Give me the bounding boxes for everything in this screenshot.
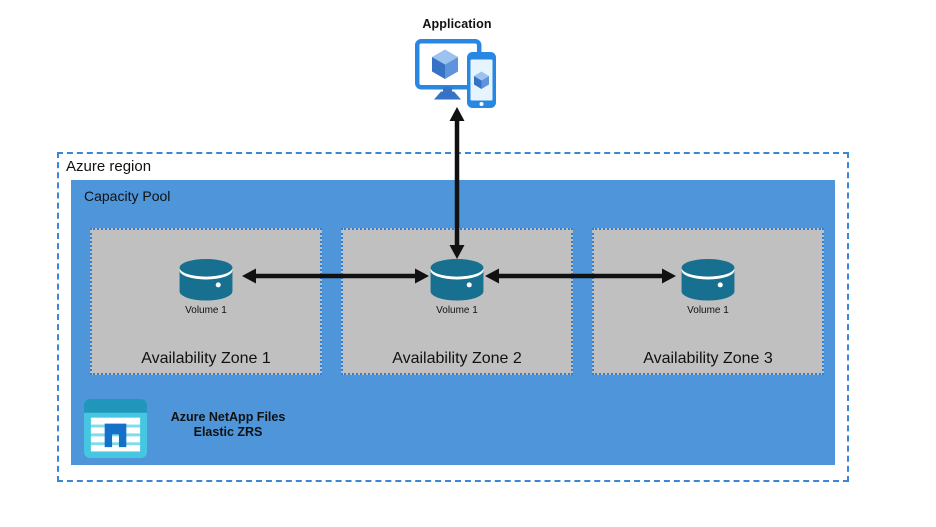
volume-label: Volume 1 bbox=[436, 305, 478, 316]
availability-zone-3-label: Availability Zone 3 bbox=[643, 350, 773, 367]
availability-zone-1-box: Volume 1 Availability Zone 1 bbox=[90, 228, 322, 375]
zone2-zone3-double-arrow bbox=[485, 268, 676, 284]
azure-region-label: Azure region bbox=[66, 158, 152, 175]
zone1-zone2-double-arrow bbox=[242, 268, 429, 284]
availability-zone-2-label: Availability Zone 2 bbox=[392, 350, 522, 367]
availability-zone-3-box: Volume 1 Availability Zone 3 bbox=[592, 228, 824, 375]
branding-line2: Elastic ZRS bbox=[193, 425, 263, 439]
branding-text: Azure NetApp Files Elastic ZRS bbox=[157, 410, 299, 440]
branding-line1: Azure NetApp Files bbox=[170, 410, 286, 424]
volume-label: Volume 1 bbox=[687, 305, 729, 316]
application-label: Application bbox=[422, 17, 492, 31]
monitor-and-phone-with-cubes-icon bbox=[415, 39, 496, 108]
storage-volume-cylinder-icon bbox=[430, 258, 484, 301]
app-to-zone2-double-arrow bbox=[449, 107, 465, 259]
storage-volume-cylinder-icon bbox=[681, 258, 735, 301]
storage-volume-cylinder-icon bbox=[179, 258, 233, 301]
capacity-pool-label: Capacity Pool bbox=[84, 188, 171, 204]
volume-label: Volume 1 bbox=[185, 305, 227, 316]
azure-netapp-files-icon bbox=[84, 399, 147, 458]
azure-region-box bbox=[57, 152, 849, 482]
availability-zone-1-label: Availability Zone 1 bbox=[141, 350, 271, 367]
